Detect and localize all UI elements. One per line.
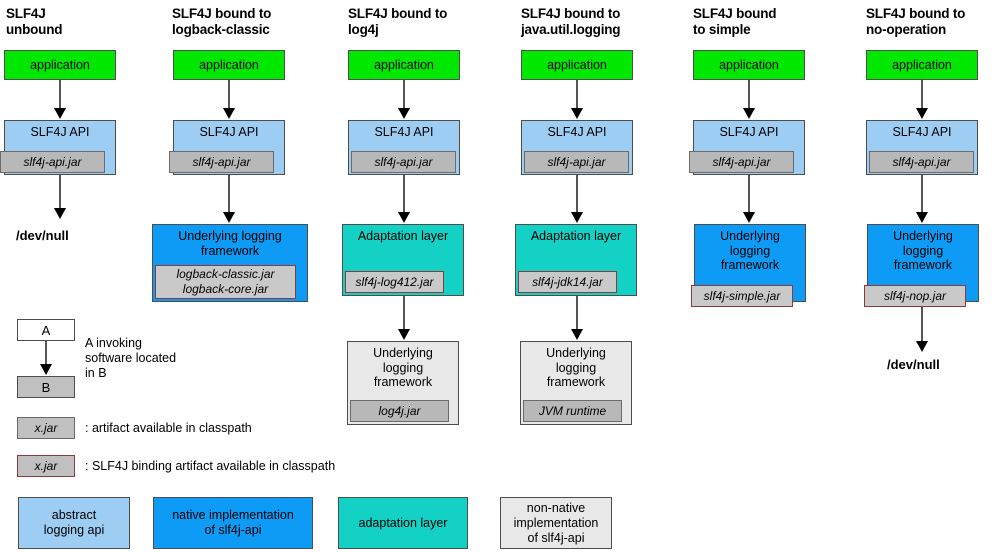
column-title-log4j: SLF4J bound to log4j [348, 6, 448, 37]
node-label: Adaptation layer [530, 229, 622, 243]
arrow-head [916, 108, 928, 119]
jar-chip-slf4j-api: slf4j-api.jar [869, 151, 974, 173]
node-label: Adaptation layer [357, 229, 449, 243]
legend-swatch-adaptation-layer: adaptation layer [338, 497, 468, 549]
jar-chip-slf4j-log4j: slf4j-log412.jar [345, 271, 444, 293]
node-label: SLF4J API [199, 125, 259, 139]
jar-chip-slf4j-api: slf4j-api.jar [351, 151, 456, 173]
legend-chip-artifact: x.jar [17, 417, 75, 439]
arrow-head [398, 108, 410, 119]
node-label: SLF4J API [719, 125, 779, 139]
arrow-head [54, 108, 66, 119]
node-application-unbound: application [4, 50, 116, 80]
arrow-head [398, 212, 410, 223]
legend-box-a: A [17, 319, 75, 341]
arrow-head [223, 108, 235, 119]
jar-chip-slf4j-simple: slf4j-simple.jar [691, 285, 793, 307]
arrow-line [576, 296, 578, 334]
node-label: application [892, 57, 952, 72]
node-label: application [374, 57, 434, 72]
arrow-head [398, 329, 410, 340]
arrow-line [228, 175, 230, 217]
column-title-simple: SLF4J bound to simple [693, 6, 777, 37]
legend-swatch-non-native-implementation: non-native implementation of slf4j-api [500, 497, 612, 549]
node-label: SLF4J API [30, 125, 90, 139]
jar-chip-log4j: log4j.jar [350, 400, 449, 422]
node-label: SLF4J API [892, 125, 952, 139]
legend-artifact-description: : artifact available in classpath [85, 421, 252, 435]
arrow-head [571, 108, 583, 119]
arrow-line [403, 296, 405, 334]
node-label: Underlying logging framework [178, 229, 282, 258]
arrow-line [45, 341, 47, 369]
node-application-jul: application [521, 50, 633, 80]
jar-chip-slf4j-nop: slf4j-nop.jar [864, 285, 966, 307]
jar-chip-slf4j-jdk14: slf4j-jdk14.jar [518, 271, 617, 293]
jar-chip-logback: logback-classic.jar logback-core.jar [155, 265, 296, 299]
node-label: application [719, 57, 779, 72]
column-title-java-util-logging: SLF4J bound to java.util.logging [521, 6, 621, 37]
node-application-logback: application [173, 50, 285, 80]
arrow-line [403, 80, 405, 112]
legend-swatch-native-implementation: native implementation of slf4j-api [153, 497, 313, 549]
node-label: Underlying logging framework [546, 346, 606, 389]
arrow-head [223, 212, 235, 223]
node-label: SLF4J API [374, 125, 434, 139]
jar-chip-slf4j-api: slf4j-api.jar [524, 151, 629, 173]
node-label: SLF4J API [547, 125, 607, 139]
arrow-head [40, 364, 52, 375]
node-label: Underlying logging framework [373, 346, 433, 389]
arrow-line [59, 175, 61, 212]
arrow-line [921, 175, 923, 217]
column-title-unbound: SLF4J unbound [6, 6, 63, 37]
arrow-head [571, 212, 583, 223]
arrow-head [54, 208, 66, 219]
terminal-dev-null-nop: /dev/null [887, 357, 940, 372]
arrow-line [576, 175, 578, 217]
jar-chip-jvm-runtime: JVM runtime [523, 400, 622, 422]
legend-box-b: B [17, 376, 75, 398]
arrow-line [921, 80, 923, 112]
column-title-no-operation: SLF4J bound to no-operation [866, 6, 966, 37]
arrow-head [916, 341, 928, 352]
terminal-dev-null-unbound: /dev/null [16, 228, 69, 243]
arrow-line [403, 175, 405, 217]
arrow-head [916, 212, 928, 223]
column-title-logback-classic: SLF4J bound to logback-classic [172, 6, 272, 37]
legend-swatch-abstract-logging-api: abstract logging api [18, 497, 130, 549]
arrow-line [921, 307, 923, 345]
jar-chip-slf4j-api: slf4j-api.jar [169, 151, 274, 173]
arrow-line [748, 80, 750, 112]
arrow-head [743, 212, 755, 223]
jar-chip-slf4j-api: slf4j-api.jar [0, 151, 105, 173]
arrow-line [748, 175, 750, 217]
node-application-log4j: application [348, 50, 460, 80]
node-label: Underlying logging framework [893, 229, 953, 272]
arrow-line [228, 80, 230, 112]
jar-chip-slf4j-api: slf4j-api.jar [689, 151, 794, 173]
arrow-line [576, 80, 578, 112]
arrow-head [571, 329, 583, 340]
node-label: application [547, 57, 607, 72]
node-application-simple: application [693, 50, 805, 80]
node-label: application [30, 57, 90, 72]
arrow-head [743, 108, 755, 119]
node-label: Underlying logging framework [720, 229, 780, 272]
node-application-nop: application [866, 50, 978, 80]
node-label: application [199, 57, 259, 72]
legend-chip-binding: x.jar [17, 455, 75, 477]
arrow-line [59, 80, 61, 112]
legend-binding-description: : SLF4J binding artifact available in cl… [85, 459, 336, 473]
legend-arrow-description: A invoking software located in B [85, 336, 177, 380]
